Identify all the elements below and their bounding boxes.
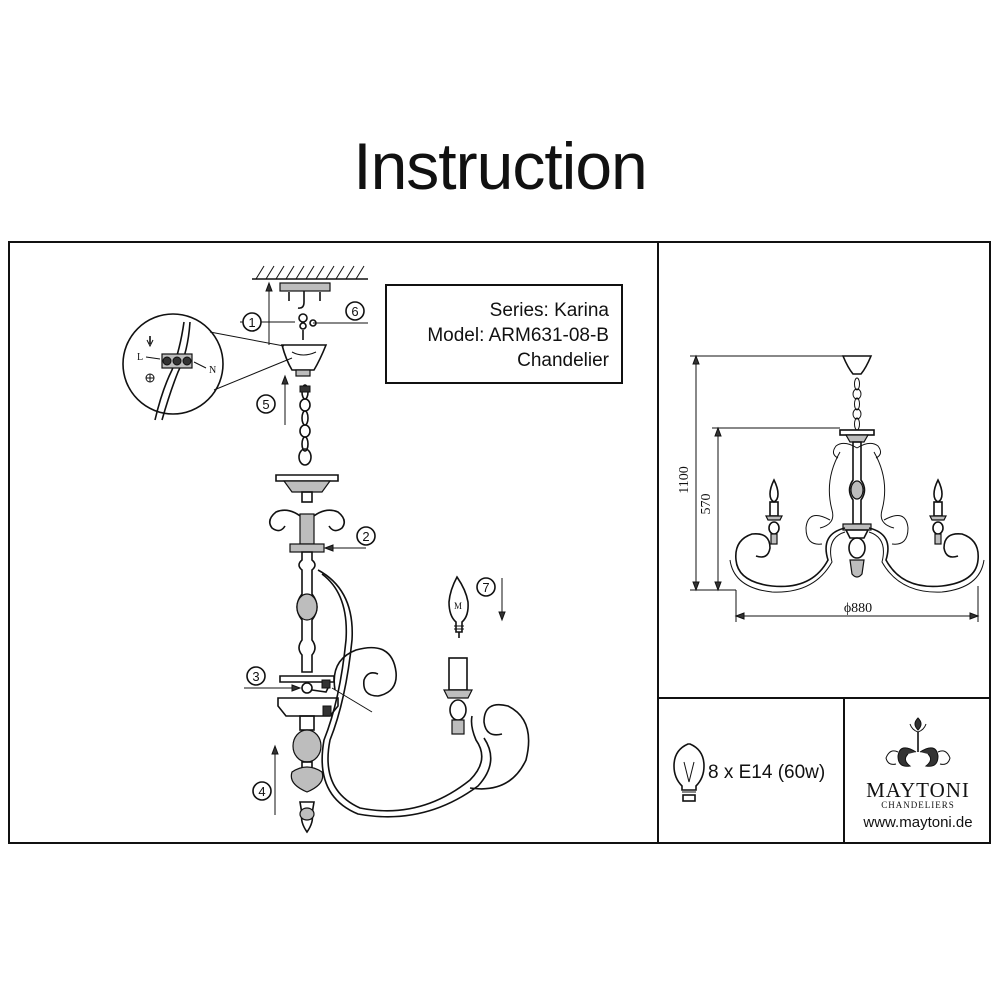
dimension-diameter: ϕ880 <box>844 601 872 616</box>
brand-subtitle: CHANDELIERS <box>881 800 955 810</box>
lightbulb-icon <box>673 743 705 802</box>
bulb-glyph: M <box>454 601 462 611</box>
page-title: Instruction <box>353 129 647 203</box>
lower-body-icon <box>277 697 339 793</box>
top-scrolls-icon <box>268 509 346 545</box>
step-marker-3: 3 <box>246 666 266 686</box>
arm-scroll-icon <box>317 569 530 818</box>
step-marker-1: 1 <box>242 312 262 332</box>
step-marker-2: 2 <box>356 526 376 546</box>
series-label: Series: Karina <box>489 300 609 321</box>
svg-text:2: 2 <box>362 529 369 544</box>
wire-connector-icon <box>279 675 373 713</box>
candle-holder-icon <box>443 657 473 735</box>
collar-icon <box>289 543 325 553</box>
panel-divider-bottom <box>843 697 845 844</box>
hook-chain-icon <box>298 313 317 340</box>
chain-icon <box>298 384 312 466</box>
svg-text:5: 5 <box>262 397 269 412</box>
product-type-label: Chandelier <box>517 350 609 371</box>
ceiling-hatch-icon <box>252 265 368 280</box>
svg-text:7: 7 <box>482 580 489 595</box>
step-marker-6: 6 <box>345 301 365 321</box>
wiring-detail-icon <box>122 313 293 421</box>
svg-text:3: 3 <box>252 669 259 684</box>
brand-url[interactable]: www.maytoni.de <box>863 814 973 831</box>
product-info-box: Series: Karina Model: ARM631-08-B Chande… <box>385 284 623 384</box>
candle-bulb-icon: M <box>448 575 469 638</box>
maytoni-logo-icon <box>885 717 951 767</box>
step-marker-4: 4 <box>252 781 272 801</box>
brand-name: MAYTONI <box>866 778 970 802</box>
instruction-frame <box>8 241 991 844</box>
step-marker-5: 5 <box>256 394 276 414</box>
top-plate-icon <box>275 474 339 503</box>
panel-divider-vertical <box>657 241 659 844</box>
model-label: Model: ARM631-08-B <box>427 325 609 346</box>
svg-text:1: 1 <box>248 315 255 330</box>
central-stem-icon <box>296 551 318 673</box>
bulb-spec: 8 x E14 (60w) <box>708 762 826 783</box>
finial-icon <box>299 801 315 834</box>
mounting-bracket-icon <box>279 282 331 309</box>
wire-neutral-label: N <box>209 365 216 376</box>
dimension-height-body: 570 <box>699 494 714 515</box>
ceiling-canopy-icon <box>280 344 328 377</box>
panel-divider-horizontal <box>657 697 991 699</box>
dimension-height-total: 1100 <box>677 466 692 493</box>
dimension-lines <box>690 355 979 622</box>
wire-live-label: L <box>137 352 143 363</box>
svg-text:6: 6 <box>351 304 358 319</box>
step-marker-7: 7 <box>476 577 496 597</box>
chandelier-overview-icon <box>729 355 985 593</box>
svg-text:4: 4 <box>258 784 265 799</box>
